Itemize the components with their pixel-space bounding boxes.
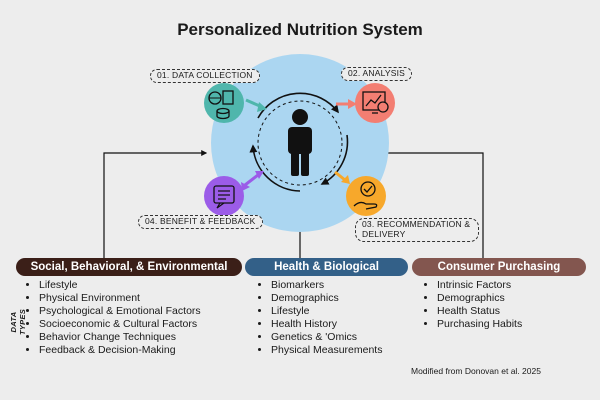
arrow-feedback-to-cycle <box>244 173 259 187</box>
category-bar-consumer: Consumer Purchasing <box>412 258 586 276</box>
list-item: Genetics & 'Omics <box>271 331 382 344</box>
list-item: Purchasing Habits <box>437 318 522 331</box>
health-data-list: Biomarkers Demographics Lifestyle Health… <box>257 279 382 357</box>
step-analysis: 02. ANALYSIS <box>341 67 413 81</box>
list-item: Feedback & Decision-Making <box>39 344 201 357</box>
list-item: Biomarkers <box>271 279 382 292</box>
list-item: Physical Environment <box>39 292 201 305</box>
step-benefit-feedback: 04. BENEFIT & FEEDBACK <box>138 215 263 229</box>
list-item: Psychological & Emotional Factors <box>39 305 201 318</box>
list-item: Intrinsic Factors <box>437 279 522 292</box>
consumer-data-list: Intrinsic Factors Demographics Health St… <box>423 279 522 331</box>
inner-dashed-ring <box>257 100 343 186</box>
cycle-arrow-right <box>320 134 349 185</box>
list-item: Health History <box>271 318 382 331</box>
arrow-cycle-to-recommendation <box>334 170 346 182</box>
cycle-arrow-bottom <box>249 144 301 192</box>
list-item: Demographics <box>437 292 522 305</box>
data-collection-icon <box>204 83 244 123</box>
list-item: Physical Measurements <box>271 344 382 357</box>
step-data-collection: 01. DATA COLLECTION <box>150 69 260 83</box>
list-item: Socioeconomic & Cultural Factors <box>39 318 201 331</box>
category-bar-social: Social, Behavioral, & Environmental <box>16 258 242 276</box>
list-item: Health Status <box>437 305 522 318</box>
connector-consumer <box>370 150 484 258</box>
feedback-document-icon <box>204 176 244 216</box>
list-item: Lifestyle <box>39 279 201 292</box>
list-item: Demographics <box>271 292 382 305</box>
page-title: Personalized Nutrition System <box>177 20 423 39</box>
list-item: Lifestyle <box>271 305 382 318</box>
analysis-chart-icon <box>355 83 395 123</box>
hand-check-icon <box>346 176 386 216</box>
connector-social <box>103 150 208 258</box>
step-recommendation-delivery: 03. RECOMMENDATION & DELIVERY <box>355 218 479 242</box>
category-bar-health: Health & Biological <box>245 258 408 276</box>
list-item: Behavior Change Techniques <box>39 331 201 344</box>
source-credit: Modified from Donovan et al. 2025 <box>411 366 541 376</box>
social-data-list: Lifestyle Physical Environment Psycholog… <box>25 279 201 357</box>
person-icon <box>288 109 312 176</box>
